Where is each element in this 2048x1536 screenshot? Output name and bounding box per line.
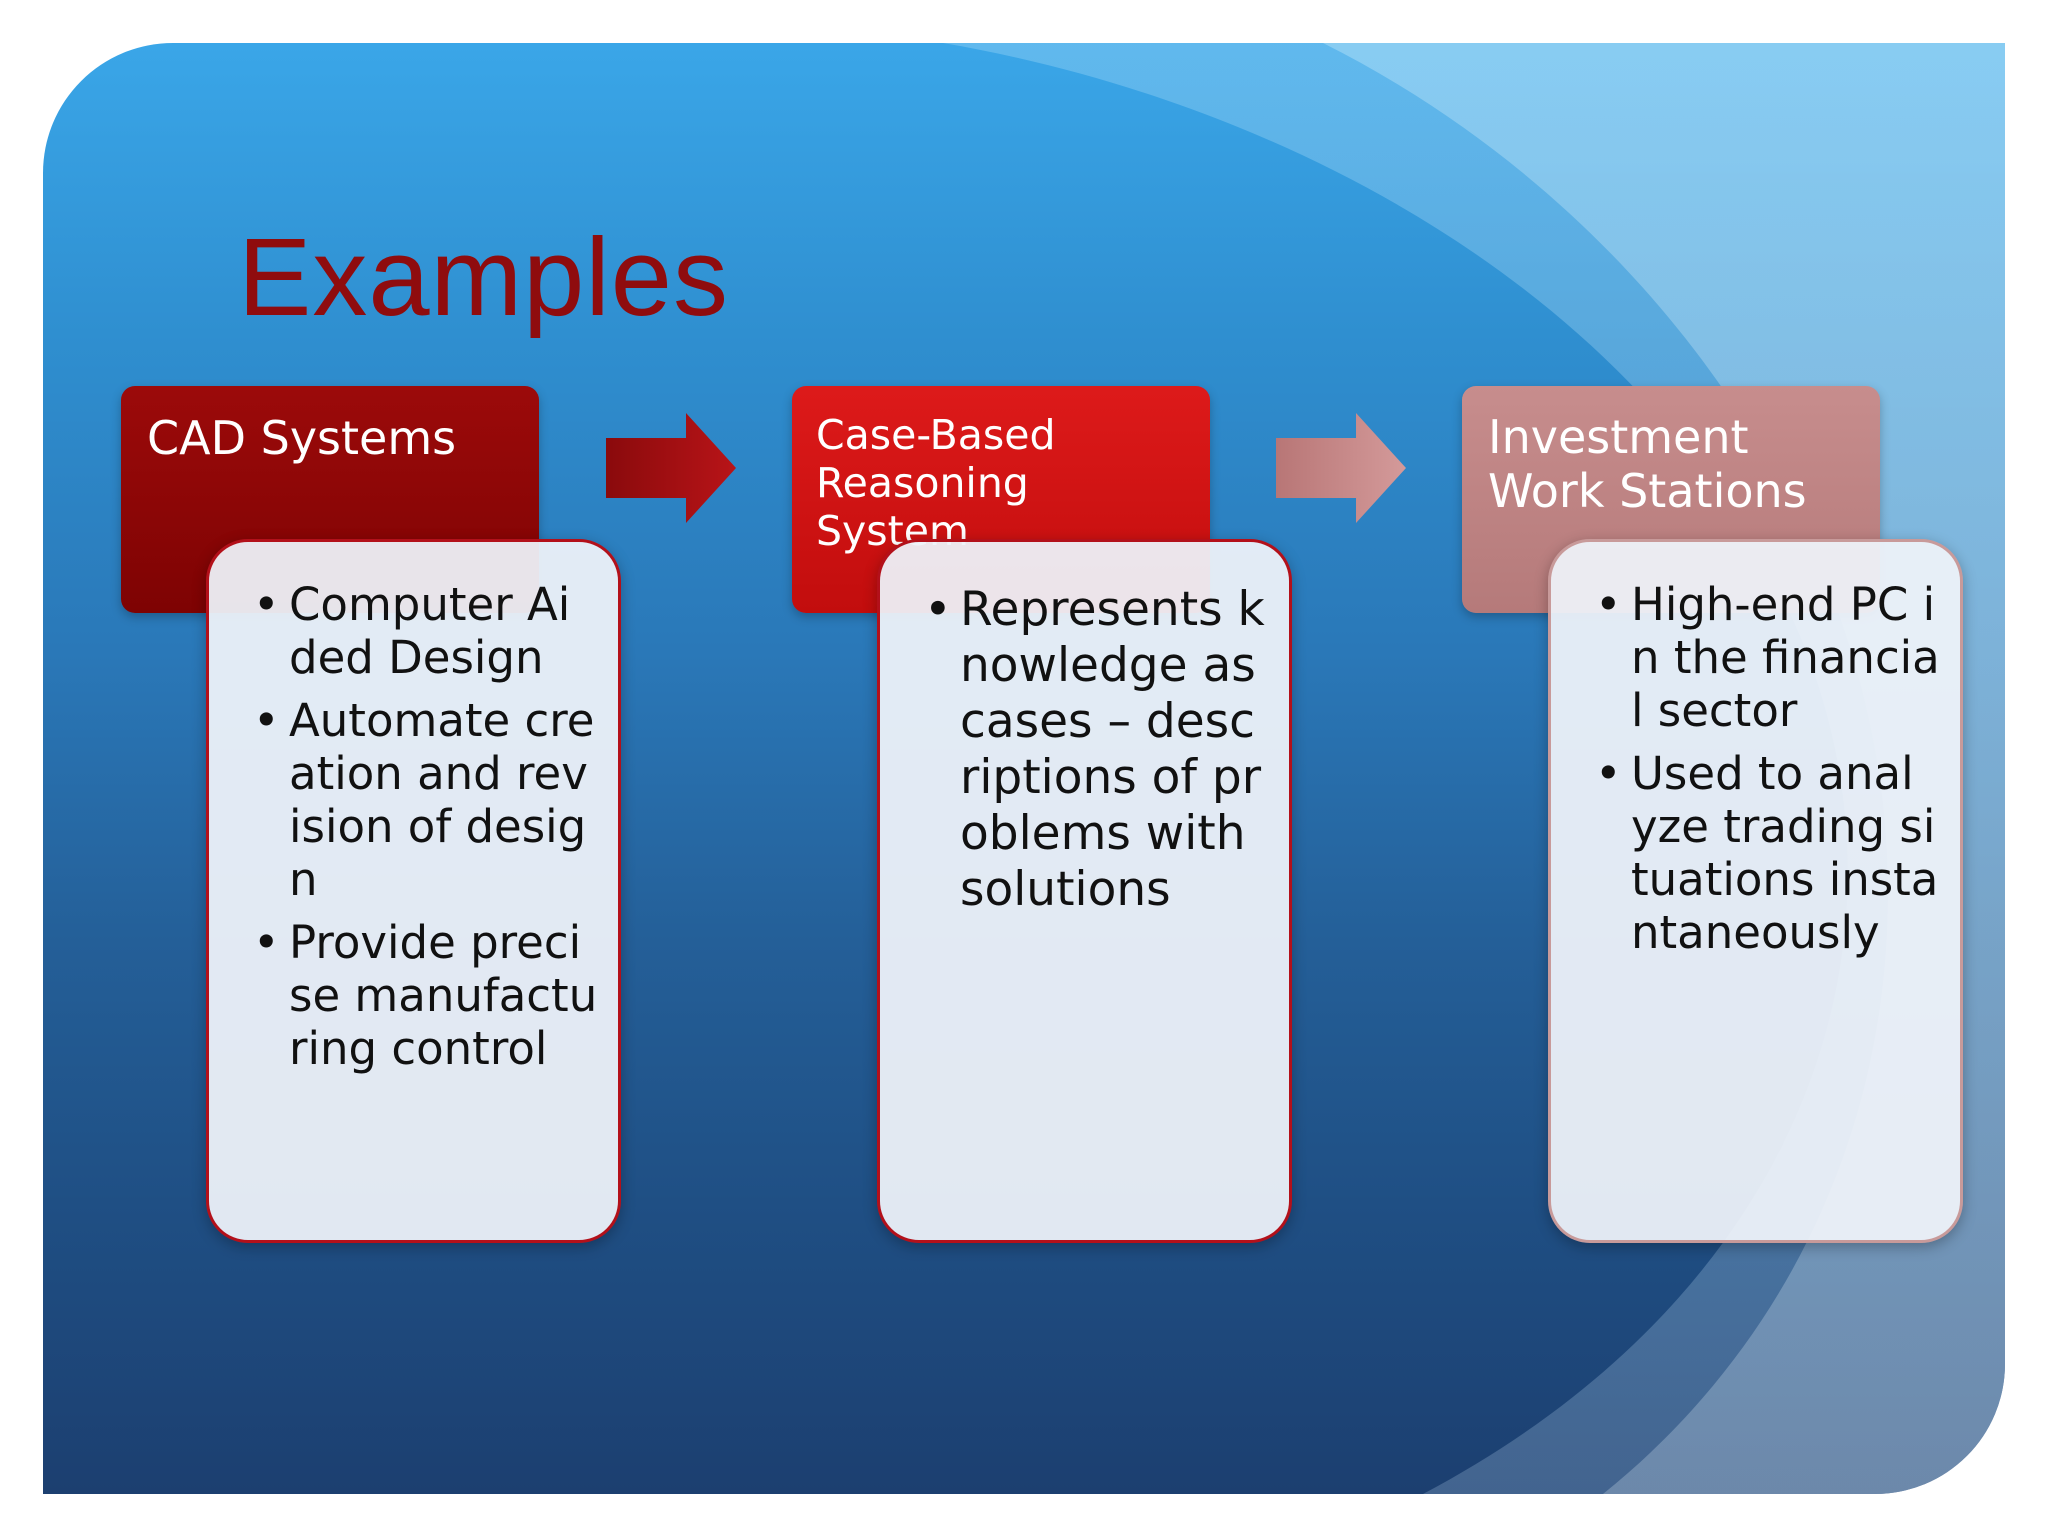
list-item: Used to analyze trading situations insta… — [1595, 747, 1940, 959]
list-item: Represents knowledge as cases – descript… — [924, 582, 1269, 918]
header-label: CAD Systems — [147, 411, 457, 465]
list-item: High-end PC in the financial sector — [1595, 578, 1940, 737]
list-item: Computer Aided Design — [253, 578, 598, 684]
investment-workstations-details: High-end PC in the financial sector Used… — [1548, 539, 1963, 1243]
list-item: Provide precise manufacturing control — [253, 916, 598, 1075]
right-arrow-icon — [1276, 413, 1406, 523]
slide: Examples CAD Systems Case-Based Reasonin… — [43, 43, 2005, 1494]
right-arrow-icon — [606, 413, 736, 523]
bullet-list: Computer Aided Design Automate creation … — [253, 578, 598, 1075]
case-based-reasoning-details: Represents knowledge as cases – descript… — [877, 539, 1292, 1243]
header-label: Investment Work Stations — [1488, 410, 1807, 518]
bullet-list: Represents knowledge as cases – descript… — [924, 582, 1269, 918]
list-item: Automate creation and revision of design — [253, 694, 598, 906]
bullet-list: High-end PC in the financial sector Used… — [1595, 578, 1940, 959]
cad-systems-details: Computer Aided Design Automate creation … — [206, 539, 621, 1243]
slide-title: Examples — [238, 216, 729, 339]
header-label: Case-Based Reasoning System — [816, 411, 1056, 555]
